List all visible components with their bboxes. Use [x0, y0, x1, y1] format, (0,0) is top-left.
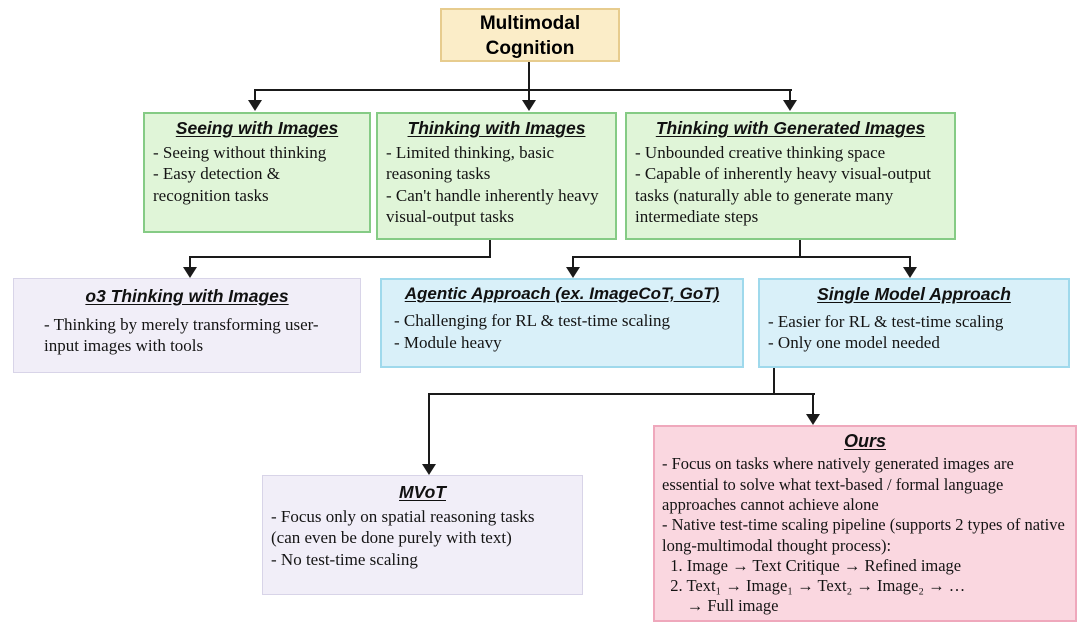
node-thinking-with-generated-images: Thinking with Generated Images - Unbound… [625, 112, 956, 240]
node-title: Thinking with Images [407, 118, 586, 138]
node-body: - Challenging for RL & test-time scaling… [394, 311, 671, 352]
node-body: - Focus on tasks where natively generate… [662, 454, 1065, 616]
node-body: - Limited thinking, basic reasoning task… [386, 142, 599, 226]
connector-generated-crossbar [572, 256, 911, 258]
node-body: - Seeing without thinking - Easy detecti… [153, 142, 327, 205]
connector-thinking-stem [489, 240, 491, 258]
arrowhead-ours [806, 414, 820, 425]
connector-single-crossbar [428, 393, 815, 395]
connector-drop-seeing [254, 89, 256, 101]
connector-drop-agentic [572, 256, 574, 268]
connector-drop-generated [789, 89, 791, 101]
connector-drop-o3 [189, 256, 191, 268]
node-title: Seeing with Images [175, 118, 339, 138]
arrowhead-agentic [566, 267, 580, 278]
connector-drop-single [909, 256, 911, 268]
node-title: Multimodal Cognition [479, 13, 581, 59]
node-body: - Easier for RL & test-time scaling - On… [768, 311, 1004, 353]
node-body: - Thinking by merely transforming user-i… [44, 314, 319, 356]
node-body: - Focus only on spatial reasoning tasks … [271, 506, 535, 569]
arrowhead-generated [783, 100, 797, 111]
node-agentic-approach: Agentic Approach (ex. ImageCoT, GoT) - C… [380, 278, 744, 368]
node-title: MVoT [399, 482, 446, 502]
node-title: Thinking with Generated Images [655, 118, 926, 138]
node-multimodal-cognition: Multimodal Cognition [440, 8, 620, 62]
node-title: Single Model Approach [817, 284, 1011, 304]
arrowhead-mvot [422, 464, 436, 475]
node-title: Ours [843, 431, 886, 451]
connector-generated-stem [799, 240, 801, 258]
arrowhead-seeing [248, 100, 262, 111]
connector-root-stem [528, 62, 530, 103]
node-title: Agentic Approach (ex. ImageCoT, GoT) [404, 284, 720, 303]
connector-drop-mvot [428, 393, 430, 465]
connector-root-crossbar [255, 89, 792, 91]
node-seeing-with-images: Seeing with Images - Seeing without thin… [143, 112, 371, 233]
node-body: - Unbounded creative thinking space - Ca… [635, 142, 931, 226]
connector-single-stem [773, 368, 775, 395]
arrowhead-single [903, 267, 917, 278]
node-mvot: MVoT - Focus only on spatial reasoning t… [262, 475, 583, 595]
node-o3-thinking-with-images: o3 Thinking with Images - Thinking by me… [13, 278, 361, 373]
arrowhead-o3 [183, 267, 197, 278]
node-single-model-approach: Single Model Approach - Easier for RL & … [758, 278, 1070, 368]
node-title: o3 Thinking with Images [85, 286, 289, 306]
node-thinking-with-images: Thinking with Images - Limited thinking,… [376, 112, 617, 240]
arrowhead-thinking [522, 100, 536, 111]
connector-drop-ours [812, 393, 814, 415]
node-ours: Ours - Focus on tasks where natively gen… [653, 425, 1077, 622]
connector-thinking-crossbar [189, 256, 491, 258]
